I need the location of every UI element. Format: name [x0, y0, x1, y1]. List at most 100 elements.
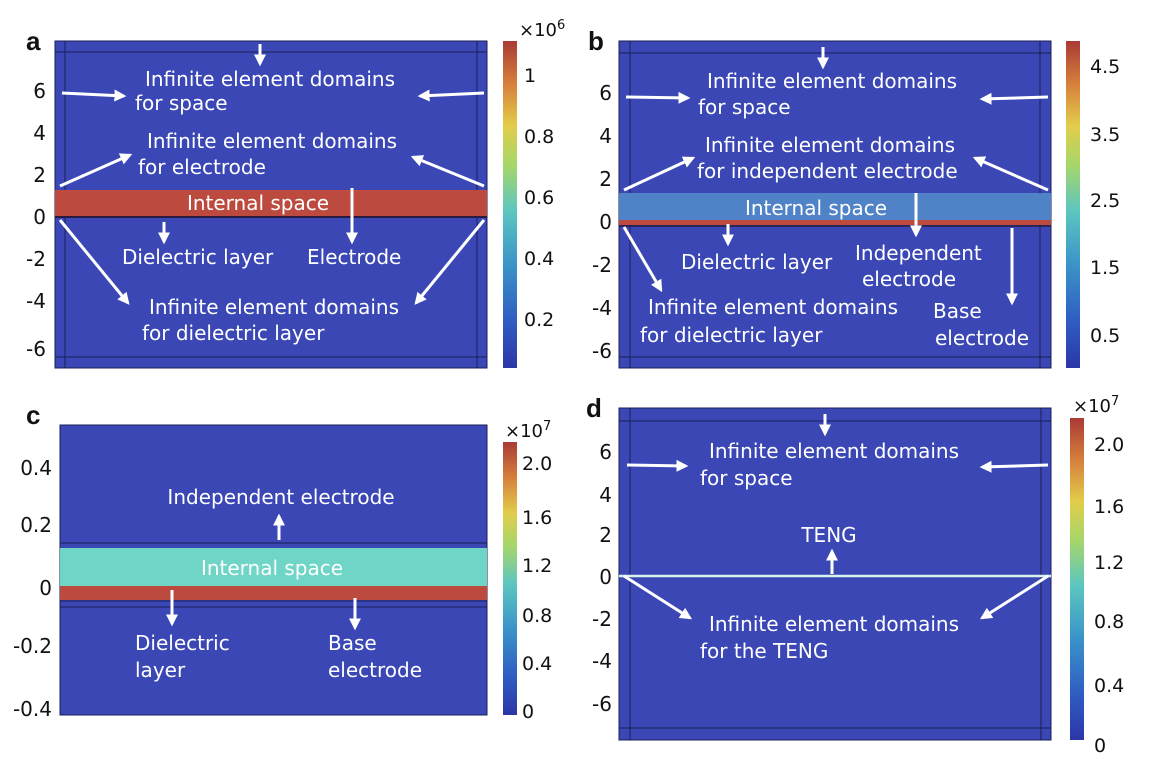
cb-tick-a-4: 0.4: [524, 248, 554, 270]
label-c-internal: Internal space: [201, 556, 343, 580]
y-tick-c-m0.2: -0.2: [13, 634, 52, 658]
arrows-a: [58, 44, 486, 305]
colorbar-d: [1070, 418, 1084, 740]
y-tick-b-m6: -6: [592, 339, 612, 363]
label-c-base2: electrode: [328, 658, 422, 682]
cb-tick-b-1: 4.5: [1090, 56, 1120, 78]
arrows-b: [622, 47, 1049, 306]
cb-tick-b-5: 0.5: [1090, 325, 1120, 347]
cb-tick-d-6: 0: [1094, 735, 1106, 757]
label-b-elec1: Infinite element domains: [705, 133, 955, 157]
panel-letter-a: a: [26, 26, 41, 56]
y-tick-d-m4: -4: [592, 649, 612, 673]
y-tick-a-4: 4: [33, 121, 46, 145]
colorbar-d-exponent: ×107: [1073, 394, 1119, 417]
y-tick-b-m2: -2: [592, 253, 612, 277]
label-b-space2: for space: [698, 95, 791, 119]
y-tick-b-2: 2: [599, 167, 612, 191]
y-tick-b-4: 4: [599, 124, 612, 148]
panel-a: a 6 4 2 0 -2 -4 -6 Infinite element doma…: [26, 18, 565, 369]
cb-tick-d-2: 1.6: [1094, 496, 1124, 518]
y-tick-a-2: 2: [33, 163, 46, 187]
label-b-indep1: Independent: [855, 241, 982, 265]
y-tick-d-6: 6: [599, 440, 612, 464]
label-b-internal: Internal space: [745, 196, 887, 220]
cb-tick-c-4: 0.8: [522, 605, 552, 627]
label-b-base2: electrode: [935, 326, 1029, 350]
colorbar-b: [1066, 41, 1080, 368]
label-b-diel1: Infinite element domains: [648, 295, 898, 319]
cb-tick-c-2: 1.6: [522, 507, 552, 529]
label-a-elec2: for electrode: [138, 155, 266, 179]
label-b-dielectric: Dielectric layer: [681, 250, 833, 274]
panel-b: b 6 4 2 0 -2 -4 -6 Infinite element doma…: [588, 26, 1120, 369]
cb-tick-c-5: 0.4: [522, 653, 552, 675]
label-c-diel1: Dielectric: [135, 631, 230, 655]
panel-letter-c: c: [26, 400, 40, 430]
cb-tick-d-4: 0.8: [1094, 611, 1124, 633]
colorbar-c-exponent: ×107: [505, 419, 551, 442]
y-tick-c-0: 0: [39, 576, 52, 600]
label-c-diel2: layer: [135, 658, 186, 682]
label-a-electrode: Electrode: [307, 245, 401, 269]
label-c-base1: Base: [328, 631, 377, 655]
dielectric-band-c: [60, 586, 487, 600]
cb-tick-a-1: 1: [524, 65, 536, 87]
label-b-indep2: electrode: [862, 267, 956, 291]
cb-tick-d-1: 2.0: [1094, 434, 1124, 456]
y-tick-b-m4: -4: [592, 296, 612, 320]
label-d-teng-inf1: Infinite element domains: [709, 612, 959, 636]
dielectric-band-b: [619, 220, 1051, 225]
cb-tick-c-3: 1.2: [522, 555, 552, 577]
y-tick-c-0.4: 0.4: [20, 456, 52, 480]
y-tick-c-0.2: 0.2: [20, 513, 52, 537]
y-tick-c-m0.4: -0.4: [13, 697, 52, 721]
label-d-teng: TENG: [800, 523, 856, 547]
y-tick-d-4: 4: [599, 483, 612, 507]
cb-tick-d-5: 0.4: [1094, 675, 1124, 697]
plot-area-d: [618, 407, 1052, 741]
y-tick-d-2: 2: [599, 523, 612, 547]
colorbar-c: [503, 442, 517, 715]
cb-tick-d-3: 1.2: [1094, 552, 1124, 574]
y-tick-a-0: 0: [33, 205, 46, 229]
label-a-space2: for space: [135, 91, 228, 115]
y-tick-a-m6: -6: [26, 337, 46, 361]
label-a-dielectric: Dielectric layer: [122, 245, 274, 269]
cb-tick-c-6: 0: [522, 701, 534, 723]
cb-tick-b-2: 3.5: [1090, 124, 1120, 146]
label-b-base1: Base: [933, 299, 982, 323]
label-a-internal: Internal space: [187, 191, 329, 215]
cb-tick-a-3: 0.6: [524, 187, 554, 209]
colorbar-a-exponent: ×106: [519, 18, 565, 41]
arrows-d: [623, 414, 1049, 620]
label-c-indep: Independent electrode: [167, 485, 394, 509]
y-tick-d-0: 0: [599, 565, 612, 589]
arrows-c: [166, 513, 361, 631]
label-d-space1: Infinite element domains: [709, 439, 959, 463]
panel-c: c 0.4 0.2 0 -0.2 -0.4 Independent electr…: [13, 400, 552, 723]
y-tick-b-6: 6: [599, 81, 612, 105]
y-tick-d-m2: -2: [592, 607, 612, 631]
internal-space-band-c: [60, 548, 487, 586]
label-d-space2: for space: [700, 466, 793, 490]
panel-letter-b: b: [588, 26, 604, 56]
colorbar-a: [503, 41, 517, 368]
label-a-diel1: Infinite element domains: [149, 295, 399, 319]
internal-space-band-a: [55, 190, 487, 217]
y-tick-b-0: 0: [599, 210, 612, 234]
label-d-teng-inf2: for the TENG: [700, 639, 828, 663]
label-b-space1: Infinite element domains: [707, 69, 957, 93]
label-b-diel2: for dielectric layer: [640, 323, 823, 347]
cb-tick-c-1: 2.0: [522, 453, 552, 475]
y-tick-d-m6: -6: [592, 692, 612, 716]
cb-tick-b-4: 1.5: [1090, 257, 1120, 279]
label-b-elec2: for independent electrode: [697, 159, 958, 183]
y-tick-a-6: 6: [33, 79, 46, 103]
cb-tick-a-2: 0.8: [524, 126, 554, 148]
cb-tick-a-5: 0.2: [524, 309, 554, 331]
y-tick-a-m2: -2: [26, 247, 46, 271]
panel-d: d 6 4 2 0 -2 -4 -6 Infinite element doma…: [586, 393, 1124, 757]
y-tick-a-m4: -4: [26, 289, 46, 313]
